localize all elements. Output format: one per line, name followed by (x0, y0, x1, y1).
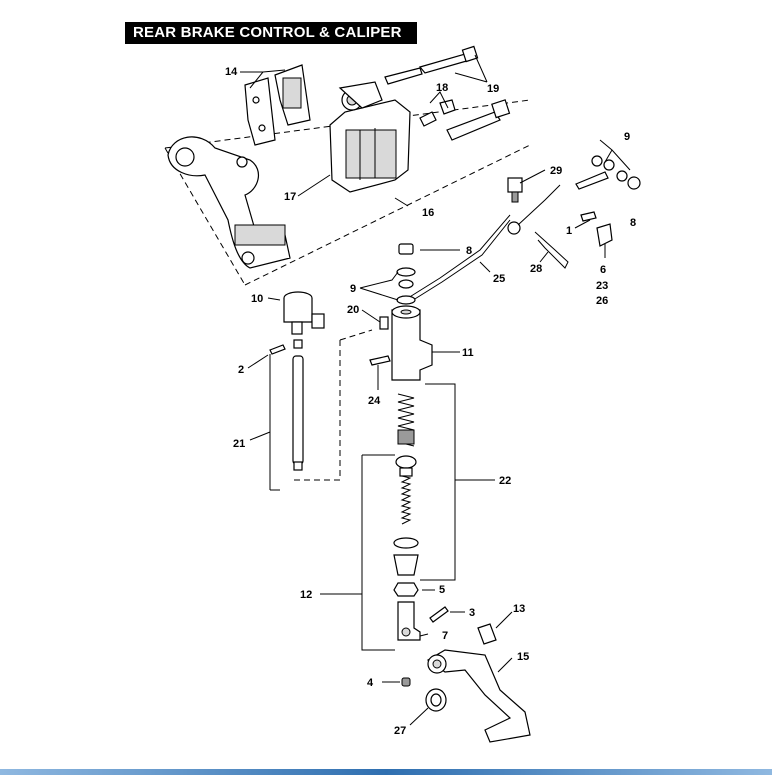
screw-24 (369, 355, 391, 366)
callout-15: 15 (517, 651, 529, 663)
callout-17: 17 (284, 191, 296, 203)
spring-clip (534, 231, 569, 269)
reservoir-hose (269, 339, 304, 471)
callout-7: 7 (442, 630, 448, 642)
caliper-bracket (167, 136, 291, 269)
caliper-body (329, 81, 411, 193)
callout-20: 20 (347, 304, 359, 316)
callout-12: 12 (300, 589, 312, 601)
callout-9-right: 9 (624, 131, 630, 143)
callout-10: 10 (251, 293, 263, 305)
callout-11: 11 (462, 347, 474, 359)
master-cylinder-fittings (396, 243, 416, 305)
bleeder-valve (419, 99, 456, 127)
brake-line (407, 177, 561, 303)
callout-19: 19 (487, 83, 499, 95)
line-clip (580, 211, 613, 247)
brake-pads (244, 64, 311, 146)
master-cylinder-body (379, 305, 433, 381)
callout-5: 5 (439, 584, 445, 596)
clevis (397, 601, 449, 641)
diagram-title-banner: REAR BRAKE CONTROL & CALIPER (125, 22, 417, 44)
diagram-title: REAR BRAKE CONTROL & CALIPER (133, 24, 402, 41)
brake-pedal (401, 623, 531, 743)
callout-8-center: 8 (466, 245, 472, 257)
callout-14: 14 (225, 66, 238, 78)
callout-23: 23 (596, 280, 608, 292)
callout-18: 18 (436, 82, 448, 94)
callout-16: 16 (422, 207, 434, 219)
right-banjo-fittings (575, 155, 641, 190)
callout-13: 13 (513, 603, 525, 615)
callout-28: 28 (530, 263, 542, 275)
callout-labels: 14 19 18 17 16 9 29 8 1 6 23 26 28 25 8 … (225, 66, 636, 737)
callout-25: 25 (493, 273, 505, 285)
piston-spring (397, 393, 415, 447)
callout-27: 27 (394, 725, 406, 737)
caliper-bolts (384, 45, 511, 141)
callout-6: 6 (600, 264, 606, 276)
bottom-border-bar (0, 769, 772, 775)
callout-29: 29 (550, 165, 562, 177)
pushrod (393, 455, 419, 597)
leader-lines (240, 54, 631, 726)
callout-2: 2 (238, 364, 244, 376)
reservoir (283, 291, 325, 335)
callout-24: 24 (368, 395, 381, 407)
callout-9-center: 9 (350, 283, 356, 295)
callout-4: 4 (367, 677, 374, 689)
callout-3: 3 (469, 607, 475, 619)
callout-1: 1 (566, 225, 572, 237)
callout-21: 21 (233, 438, 245, 450)
callout-22: 22 (499, 475, 511, 487)
callout-26: 26 (596, 295, 608, 307)
callout-8-right: 8 (630, 217, 636, 229)
